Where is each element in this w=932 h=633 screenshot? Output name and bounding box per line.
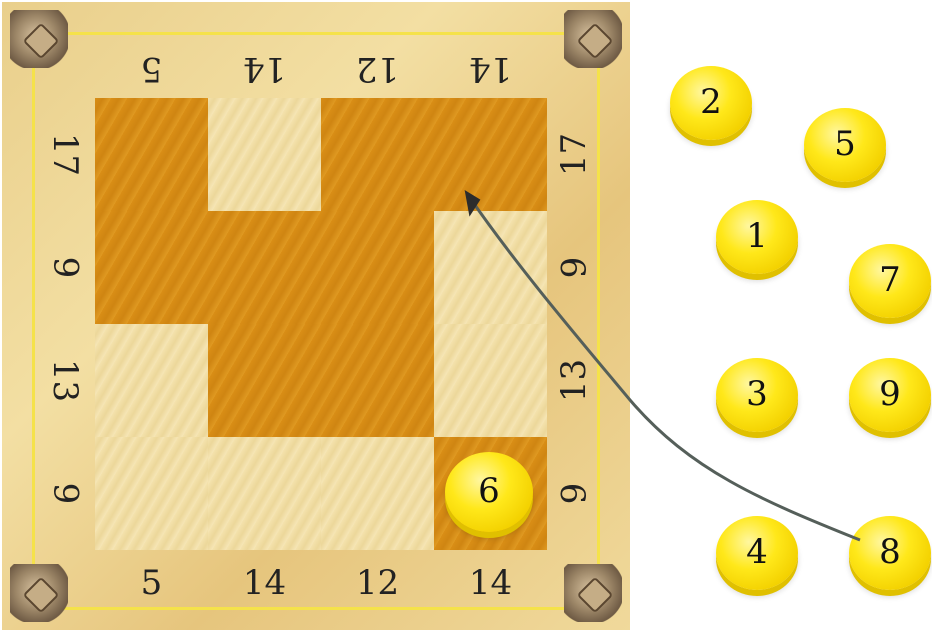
arrow-head-icon <box>466 192 479 214</box>
drag-arrow-path <box>470 198 860 540</box>
